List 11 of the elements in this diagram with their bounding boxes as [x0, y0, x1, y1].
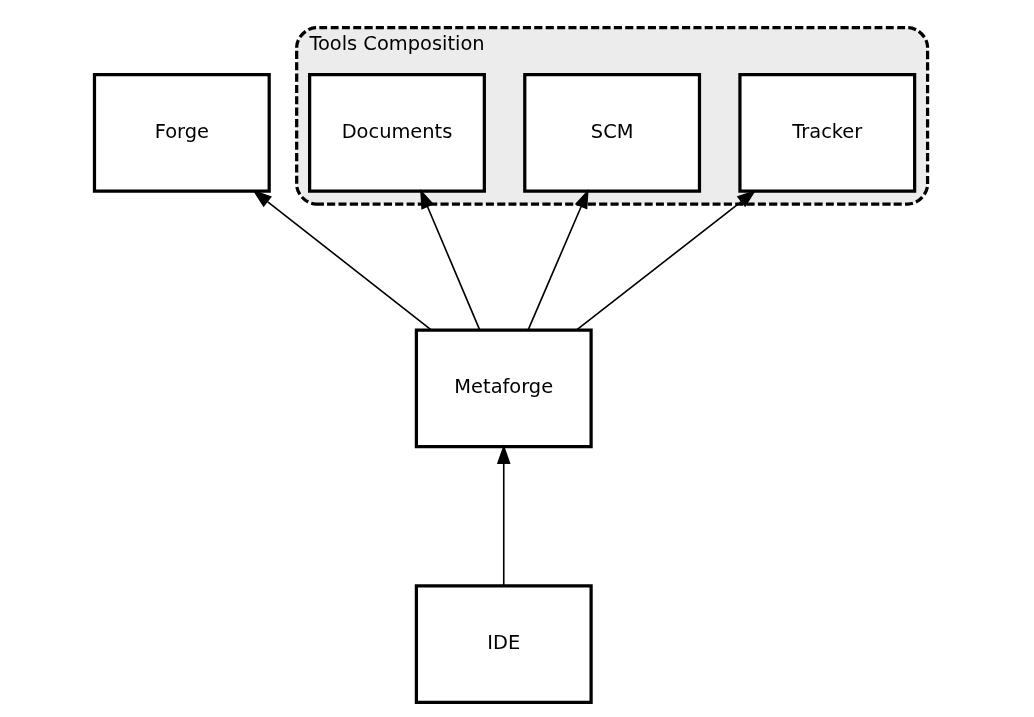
arrow	[251, 189, 432, 331]
node-box: Tracker	[737, 72, 916, 193]
node-box: Metaforge	[414, 328, 593, 449]
node-box: SCM	[522, 72, 701, 193]
node-box: Documents	[307, 72, 486, 193]
node-box: IDE	[414, 584, 593, 704]
arrow	[526, 189, 589, 331]
arrow	[419, 189, 481, 331]
node-box: Forge	[92, 72, 271, 193]
arrow	[575, 189, 756, 331]
arrow	[496, 444, 511, 587]
